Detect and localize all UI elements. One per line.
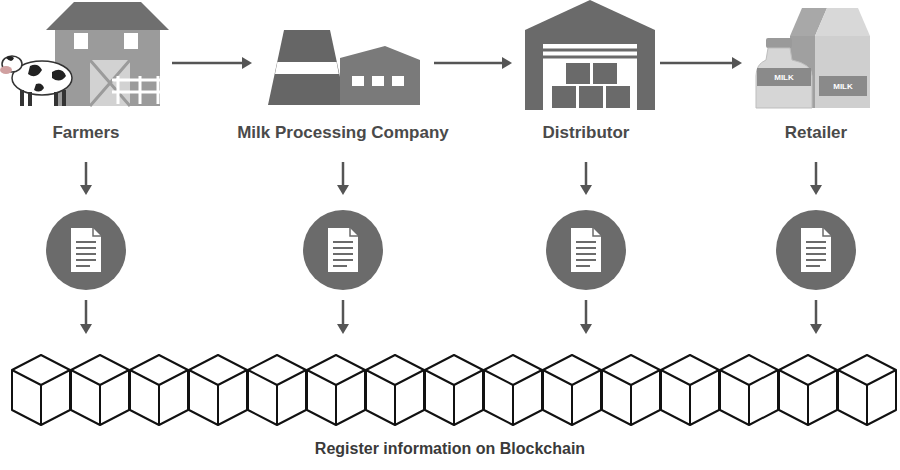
- block-cube: [720, 355, 778, 425]
- block-cube: [130, 355, 188, 425]
- block-cube: [838, 355, 896, 425]
- flow-arrow: [810, 162, 822, 334]
- flow-arrow: [660, 57, 742, 69]
- document-icon: [776, 210, 856, 290]
- block-cube: [602, 355, 660, 425]
- block-cube: [543, 355, 601, 425]
- band-caption: Register information on Blockchain: [315, 439, 585, 459]
- flow-arrow: [434, 57, 512, 69]
- blockchain-band: Register information on Blockchain: [0, 338, 900, 470]
- block-cube: [248, 355, 306, 425]
- block-cube: [425, 355, 483, 425]
- flow-arrow: [337, 162, 349, 334]
- document-icon: [303, 210, 383, 290]
- flow-arrow: [172, 57, 252, 69]
- block-cube: [366, 355, 424, 425]
- stage-label: Distributor: [543, 123, 630, 143]
- document-icons: [46, 210, 856, 290]
- block-cube: [484, 355, 542, 425]
- stage-label: Retailer: [785, 123, 847, 143]
- block-cube: [661, 355, 719, 425]
- stage-node: Distributor: [512, 0, 660, 158]
- product-label: MILK: [833, 82, 853, 91]
- stage-node: Retailer: [742, 0, 890, 158]
- block-cube: [71, 355, 129, 425]
- factory-illustration: [268, 30, 420, 105]
- block-cube: [12, 355, 70, 425]
- farm-illustration: [0, 2, 169, 106]
- document-icon: [46, 210, 126, 290]
- blockchain-cubes: [12, 355, 896, 425]
- stage-label: Milk Processing Company: [237, 123, 449, 143]
- flow-arrow: [580, 162, 592, 334]
- block-cube: [189, 355, 247, 425]
- stage-node: Milk Processing Company: [252, 0, 434, 158]
- block-cube: [307, 355, 365, 425]
- flow-arrow: [80, 162, 92, 334]
- product-label: MILK: [774, 73, 794, 82]
- warehouse-illustration: [525, 0, 655, 110]
- block-cube: [779, 355, 837, 425]
- document-icon: [546, 210, 626, 290]
- stage-node: Farmers: [0, 0, 172, 158]
- stage-label: Farmers: [52, 123, 119, 143]
- milk-products-illustration: [756, 8, 870, 108]
